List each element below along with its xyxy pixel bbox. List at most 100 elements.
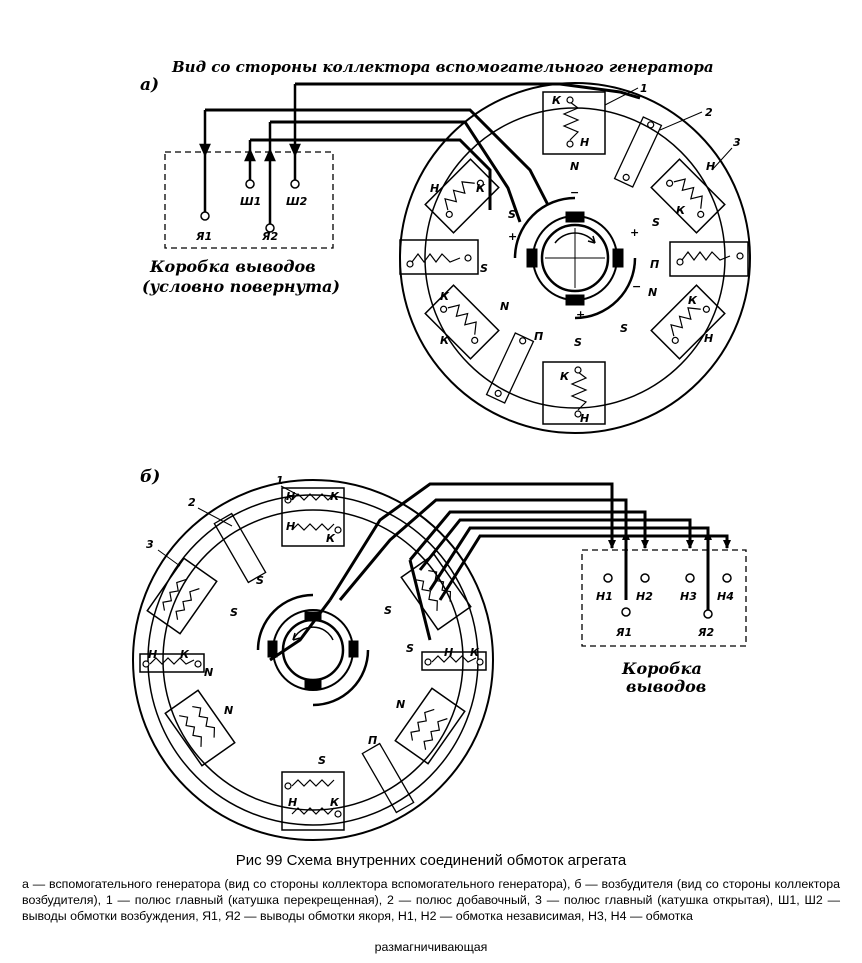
brush-ring-b2 xyxy=(312,649,370,707)
stator-outer-circle-b xyxy=(132,479,494,841)
callout-b-2: 2 xyxy=(188,496,196,509)
pole-letter-b-s3: S xyxy=(384,604,392,617)
commutator-inner xyxy=(540,223,610,293)
coil-letter-b-h4: Н xyxy=(148,648,157,661)
terminal-label-n4-b: Н4 xyxy=(717,590,734,603)
coil-letter-b-k3: К xyxy=(330,796,340,809)
figure-legend-last-line: размагничивающая xyxy=(374,940,488,954)
coil-letter-a-h3: Н xyxy=(430,182,439,195)
callout-b-1: 1 xyxy=(276,474,284,487)
pole-letter-a-n2: N xyxy=(648,286,657,299)
brush-left xyxy=(526,248,538,268)
pole-letter-a-s3: S xyxy=(574,336,582,349)
pole-upper-right xyxy=(650,158,726,234)
diagram-a-tag: а) xyxy=(140,75,159,95)
coil-letter-a-k3: К xyxy=(476,182,486,195)
pole-right xyxy=(669,241,749,277)
pole-letter-a-p1: П xyxy=(650,258,659,271)
pole-b-left xyxy=(139,653,205,673)
pole-left xyxy=(399,239,479,275)
terminal-sh2-a xyxy=(290,179,300,189)
terminal-box-b xyxy=(581,549,747,647)
terminal-box-a-caption-2: (условно повернута) xyxy=(142,277,340,296)
terminal-ya2-b xyxy=(703,609,713,619)
diagram-a-view-title: Вид со стороны коллектора вспомогательно… xyxy=(171,58,714,76)
pole-letter-a-s4: S xyxy=(480,262,488,275)
diagram-b-tag: б) xyxy=(140,467,160,487)
pole-letter-a-n3: N xyxy=(500,300,509,313)
interpole-upper-right xyxy=(613,116,663,188)
brush-sign-a-plus-left: + xyxy=(508,230,517,243)
pole-letter-b-n1: N xyxy=(204,666,213,679)
pole-top xyxy=(542,91,606,155)
terminal-box-b-caption-2: выводов xyxy=(626,677,706,696)
coil-letter-b-h2: Н xyxy=(286,520,295,533)
coil-letter-a-k5: К xyxy=(440,290,450,303)
pole-letter-a-s5: S xyxy=(620,322,628,335)
interpole-b-upper-left xyxy=(213,512,267,584)
pole-letter-b-s1: S xyxy=(256,574,264,587)
pole-letter-b-p1: П xyxy=(368,734,377,747)
terminal-label-n3-b: Н3 xyxy=(680,590,697,603)
pole-letter-b-n3: N xyxy=(396,698,405,711)
coil-letter-a-k2: К xyxy=(560,370,570,383)
pole-lower-left xyxy=(424,284,500,360)
pole-b-lower-left xyxy=(164,689,236,767)
pole-letter-b-s5: S xyxy=(318,754,326,767)
stator-inner-circle-b xyxy=(162,509,464,811)
brush-sign-a-minus-right: − xyxy=(632,280,641,293)
diagram-a: Вид со стороны коллектора вспомогательно… xyxy=(140,58,751,434)
terminal-ya2-a xyxy=(265,223,275,233)
pole-b-upper-left xyxy=(146,557,218,635)
interpole-b-lower-right xyxy=(361,742,415,814)
brush-top xyxy=(565,211,585,223)
pole-bottom xyxy=(542,361,606,425)
pole-letter-b-s2: S xyxy=(230,606,238,619)
terminal-label-sh1-a: Ш1 xyxy=(240,195,261,208)
coil-letter-a-h5: Н xyxy=(704,332,713,345)
coil-letter-b-h5: Н xyxy=(444,646,453,659)
coil-letter-a-k6: К xyxy=(440,334,450,347)
coil-letter-b-k2: К xyxy=(326,532,336,545)
coil-letter-a-h2: Н xyxy=(580,412,589,425)
callout-a-3: 3 xyxy=(733,136,741,149)
pole-letter-a-n1: N xyxy=(570,160,579,173)
terminal-box-b-caption-1: Коробка xyxy=(621,659,702,678)
callout-a-2: 2 xyxy=(705,106,713,119)
terminal-label-sh2-a: Ш2 xyxy=(286,195,308,208)
figure-title: Рис 99 Схема внутренних соединений обмот… xyxy=(235,852,627,869)
coil-letter-a-k1: К xyxy=(552,94,562,107)
brush-ring-a2 xyxy=(574,257,637,320)
terminal-n3-b xyxy=(685,573,695,583)
coil-letter-a-k4: К xyxy=(676,204,686,217)
terminal-n4-b xyxy=(722,573,732,583)
interpole-lower-left xyxy=(485,332,535,404)
coil-letter-a-h1: Н xyxy=(580,136,589,149)
terminal-label-n2-b: Н2 xyxy=(636,590,653,603)
pole-lower-right xyxy=(650,284,726,360)
terminal-n2-b xyxy=(640,573,650,583)
diagram-b: б) xyxy=(132,467,747,841)
leads-a xyxy=(205,82,641,223)
rotation-arrow xyxy=(554,232,596,244)
brush-b-right xyxy=(348,640,359,658)
pole-letter-a-s1: S xyxy=(508,208,516,221)
terminal-ya1-b xyxy=(621,607,631,617)
brush-sign-a-minus-top: − xyxy=(570,186,579,199)
pole-b-bottom xyxy=(281,771,345,831)
pole-letter-b-n2: N xyxy=(224,704,233,717)
callout-b-3: 3 xyxy=(146,538,154,551)
brush-ring-b1 xyxy=(256,593,314,651)
terminal-n1-b xyxy=(603,573,613,583)
coil-letter-a-k7: К xyxy=(688,294,698,307)
terminal-label-ya1-b: Я1 xyxy=(615,626,632,639)
terminal-box-a-pins xyxy=(199,84,301,224)
brush-ring-a1 xyxy=(513,196,576,259)
coil-letter-b-k5: К xyxy=(470,646,480,659)
coil-letter-b-h3: Н xyxy=(288,796,297,809)
terminal-label-ya2-b: Я2 xyxy=(697,626,714,639)
coil-letter-b-k4: К xyxy=(180,648,190,661)
terminal-box-a-caption-1: Коробка выводов xyxy=(149,257,316,276)
brush-sign-a-plus-bottom: + xyxy=(576,308,585,321)
